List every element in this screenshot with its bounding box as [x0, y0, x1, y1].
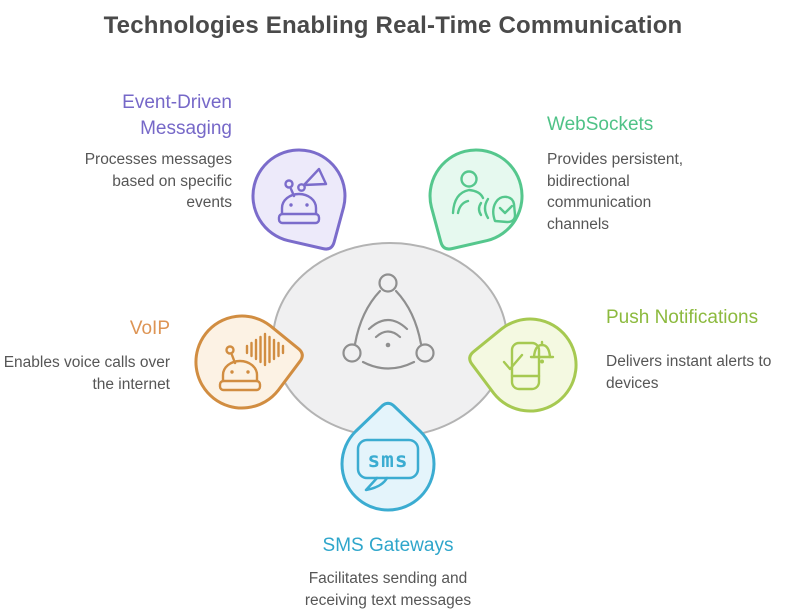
person-signal-icon [451, 170, 517, 224]
node-desc-websockets: Provides persistent, bidirectional commu… [547, 151, 684, 233]
node-label-sms-gateways: SMS Gateways [322, 535, 454, 556]
node-label-voip: VoIP [129, 318, 170, 339]
network-signal-icon [342, 273, 435, 370]
node-desc-event-driven-messaging: Processes messages based on specific eve… [84, 151, 232, 211]
node-label-event-driven-messaging: Event-Driven Messaging [122, 92, 232, 139]
node-shape-websockets [428, 148, 524, 251]
node-desc-sms-gateways: Facilitates sending and receiving text m… [304, 570, 472, 609]
node-desc-push-notifications: Delivers instant alerts to devices [606, 353, 772, 392]
robot-voice-waveform-icon [218, 332, 285, 392]
phone-bell-check-icon [502, 340, 555, 391]
page-title: Technologies Enabling Real-Time Communic… [103, 12, 683, 39]
sms-bubble-icon: sms [356, 438, 420, 492]
node-label-push-notifications: Push Notifications [606, 307, 759, 328]
node-shape-sms-gateways [340, 401, 436, 512]
robot-megaphone-icon [277, 167, 328, 225]
sms-icon-text: sms [368, 448, 409, 472]
node-shape-push-notifications [468, 317, 578, 413]
node-label-websockets: WebSockets [547, 114, 654, 135]
node-desc-voip: Enables voice calls over the internet [3, 354, 170, 393]
